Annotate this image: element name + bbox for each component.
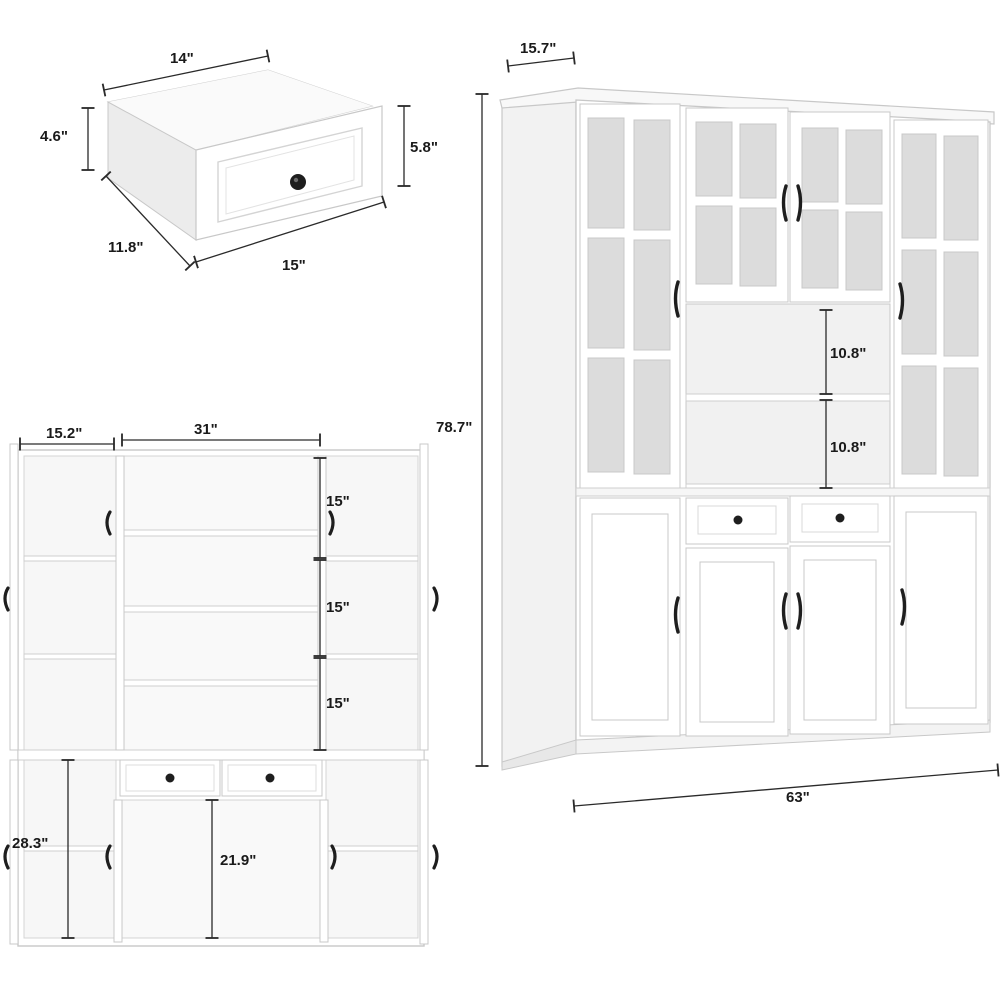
knob-icon bbox=[290, 174, 306, 190]
upper-right-glass-door bbox=[893, 119, 989, 489]
upper-center-glass-doors bbox=[685, 107, 891, 303]
interior-shelves bbox=[17, 529, 425, 852]
cabinet-depth-label: 15.7" bbox=[520, 40, 556, 57]
interior-left-column bbox=[23, 455, 117, 751]
knob-icon bbox=[165, 773, 175, 783]
drawer-depth-label: 11.8" bbox=[108, 239, 143, 256]
interior-cabinet-view bbox=[3, 443, 439, 947]
cabinet-drawers bbox=[685, 495, 891, 545]
bar-handle-icon bbox=[673, 184, 907, 634]
knob-icon bbox=[733, 515, 743, 525]
knob-icon bbox=[265, 773, 275, 783]
drawer-inner-width-label: 14" bbox=[170, 50, 194, 67]
interior-center-column bbox=[121, 455, 321, 751]
interior-shelf-2-label: 15" bbox=[326, 599, 350, 616]
drawer-front-height-label: 5.8" bbox=[410, 139, 438, 156]
knob-icon bbox=[835, 513, 845, 523]
interior-dimension-lines bbox=[19, 433, 327, 939]
cabinet-dimension-lines bbox=[475, 51, 1000, 813]
drawer-dimension-lines bbox=[81, 49, 411, 272]
drawer-inner-height-label: 4.6" bbox=[40, 128, 68, 145]
interior-center-width-label: 31" bbox=[194, 421, 218, 438]
cabinet-front-view bbox=[499, 87, 995, 771]
drawer-outer-width-label: 15" bbox=[282, 257, 306, 274]
lower-cabinet-doors bbox=[579, 495, 989, 737]
bar-handle-icon bbox=[3, 510, 439, 870]
interior-shelf-3-label: 15" bbox=[326, 695, 350, 712]
cabinet-width-label: 63" bbox=[786, 789, 810, 806]
cabinet-height-label: 78.7" bbox=[436, 419, 472, 436]
interior-shelf-1-label: 15" bbox=[326, 493, 350, 510]
drawer-illustration bbox=[106, 69, 383, 241]
interior-lower-side-label: 28.3" bbox=[12, 835, 48, 852]
open-shelf-upper-label: 10.8" bbox=[830, 345, 866, 362]
open-shelf-area bbox=[685, 303, 891, 493]
interior-side-width-label: 15.2" bbox=[46, 425, 82, 442]
cabinet-side-panel bbox=[501, 95, 577, 767]
interior-lower-center-label: 21.9" bbox=[220, 852, 256, 869]
open-shelf-lower-label: 10.8" bbox=[830, 439, 866, 456]
upper-left-glass-door bbox=[579, 103, 681, 489]
interior-right-column bbox=[325, 455, 419, 751]
